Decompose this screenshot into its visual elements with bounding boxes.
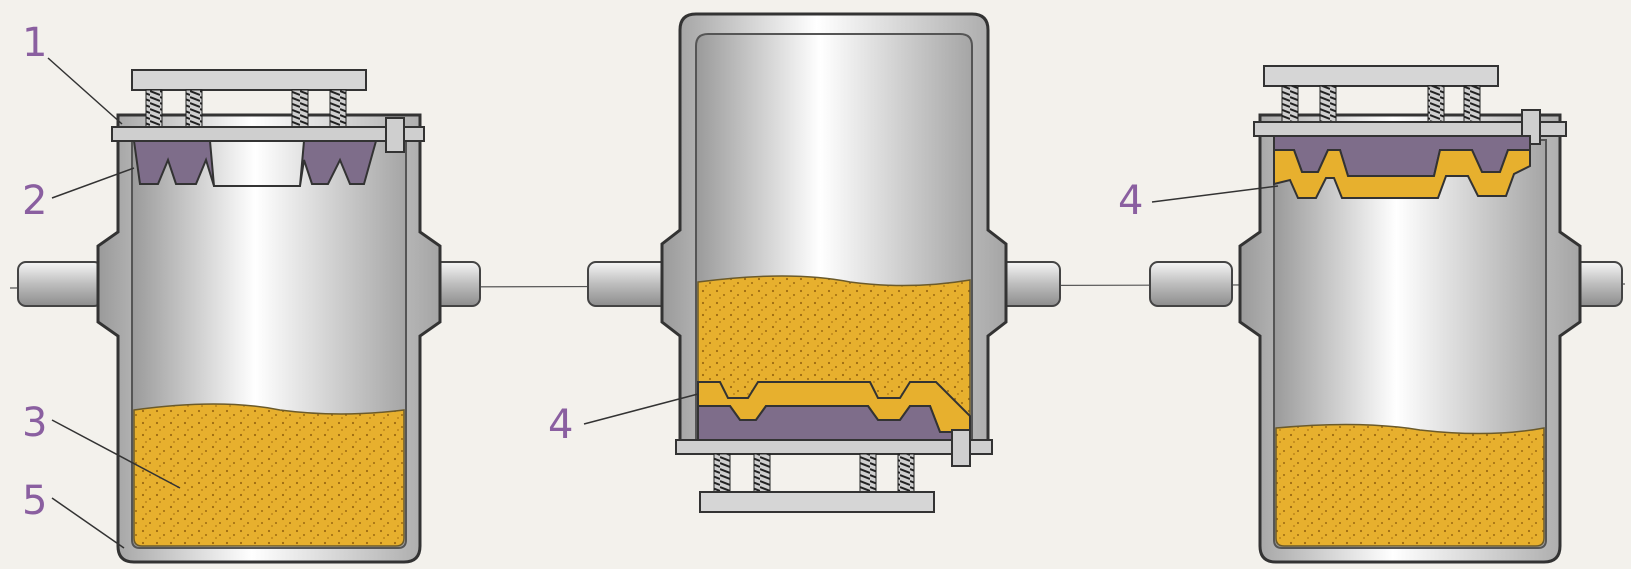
- center-shaft-left: [587, 261, 671, 307]
- leader-2: [51, 167, 135, 199]
- right-spring-3: [1427, 85, 1445, 127]
- right-mould-band: [1273, 149, 1531, 199]
- left-spring-3: [291, 89, 309, 129]
- callout-1: 1: [22, 20, 47, 66]
- center-spring-3: [859, 453, 877, 493]
- left-spring-1: [145, 89, 163, 129]
- right-top-plate: [1263, 65, 1499, 87]
- center-clamp: [951, 429, 971, 467]
- right-sand-fill: [1275, 423, 1545, 547]
- right-spring-1: [1281, 85, 1299, 127]
- center-spring-4: [897, 453, 915, 493]
- left-top-plate: [131, 69, 367, 91]
- callout-3: 3: [22, 400, 47, 446]
- right-flask-unit: [1149, 65, 1623, 564]
- center-shaft-right: [999, 261, 1061, 307]
- callout-2: 2: [22, 178, 47, 224]
- leader-4-center: [583, 393, 699, 425]
- leader-3: [51, 419, 181, 489]
- center-bottom-plate: [699, 491, 935, 513]
- leader-5: [51, 497, 125, 549]
- left-clamp: [385, 117, 405, 153]
- leader-1: [47, 57, 123, 125]
- right-pattern-plate: [1253, 121, 1567, 137]
- left-pattern: [132, 140, 378, 187]
- right-pattern: [1273, 135, 1531, 177]
- right-spring-2: [1319, 85, 1337, 127]
- right-shaft-left: [1149, 261, 1233, 307]
- left-pattern-plate: [111, 126, 425, 142]
- left-flask-unit: [17, 57, 481, 564]
- left-shaft-left: [17, 261, 103, 307]
- center-flask-unit: [583, 12, 1061, 513]
- callout-4-right: 4: [1118, 178, 1143, 224]
- callout-4-center: 4: [548, 402, 573, 448]
- leader-4-right: [1151, 185, 1279, 203]
- center-spring-1: [713, 453, 731, 493]
- left-sand-fill: [133, 403, 405, 547]
- callout-5: 5: [22, 478, 47, 524]
- right-spring-4: [1463, 85, 1481, 127]
- center-pattern-plate: [675, 439, 993, 455]
- center-spring-2: [753, 453, 771, 493]
- left-spring-2: [185, 89, 203, 129]
- left-spring-4: [329, 89, 347, 129]
